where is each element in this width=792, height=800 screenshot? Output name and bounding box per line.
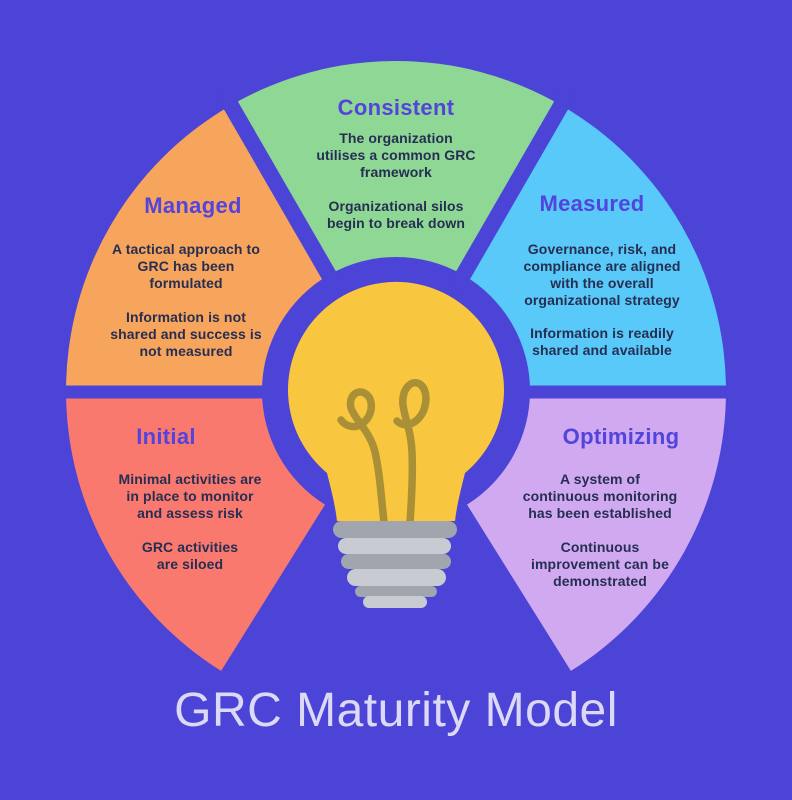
segment-text-consistent: Consistent The organization utilises a c… (271, 95, 521, 232)
segment-label-managed: Managed (144, 193, 242, 218)
bulb-filament (337, 379, 430, 526)
segment-shape-consistent (231, 60, 561, 275)
separator-left-radial (215, 86, 345, 295)
segment-paragraph: Information is readily shared and availa… (530, 325, 674, 358)
lightbulb-icon (288, 281, 505, 608)
segment-paragraph: GRC activities are siloed (141, 539, 239, 572)
segment-paragraph: The organization utilises a common GRC f… (316, 130, 476, 180)
separator-right-radial (447, 86, 577, 295)
segment-text-initial: Initial Minimal activities are in place … (65, 424, 315, 573)
base-stripe-1 (333, 521, 457, 538)
segment-text-measured: Measured Governance, risk, and complianc… (477, 191, 727, 359)
segment-text-managed: Managed A tactical approach to GRC has b… (61, 193, 311, 360)
base-stripe-5 (355, 586, 437, 597)
segment-label-consistent: Consistent (337, 95, 455, 120)
filament-left-wire (337, 388, 388, 526)
segment-shape-optimizing (467, 391, 726, 671)
page-title: GRC Maturity Model (174, 684, 618, 737)
segment-paragraph: Governance, risk, and compliance are ali… (523, 241, 681, 308)
segment-paragraph: Information is not shared and success is… (110, 309, 262, 359)
base-stripe-2 (338, 538, 451, 554)
segment-label-optimizing: Optimizing (562, 424, 680, 449)
segment-paragraph: A tactical approach to GRC has been form… (112, 241, 260, 291)
base-stripe-4 (347, 569, 446, 586)
segment-paragraph: Minimal activities are in place to monit… (118, 471, 262, 521)
segment-paragraph: Organizational silos begin to break down (326, 198, 466, 231)
bulb-glass (288, 281, 505, 521)
segment-label-measured: Measured (539, 191, 645, 216)
segment-paragraph: A system of continuous monitoring has be… (522, 471, 678, 521)
base-stripe-6 (363, 596, 427, 608)
bulb-screw-base (333, 521, 457, 608)
base-stripe-3 (341, 554, 451, 569)
filament-right-wire (393, 379, 430, 526)
segment-paragraph: Continuous improvement can be demonstrat… (531, 539, 669, 589)
fan-segments (65, 60, 726, 671)
segment-shape-initial (65, 391, 325, 671)
segment-label-initial: Initial (136, 424, 196, 449)
segment-text-optimizing: Optimizing A system of continuous monito… (475, 424, 725, 590)
